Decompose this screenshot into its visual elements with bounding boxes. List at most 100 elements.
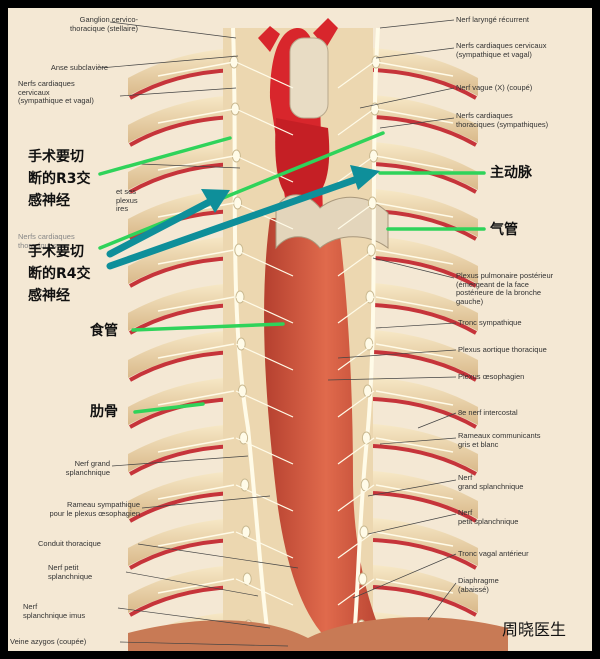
intercostal-vessel-right	[372, 397, 477, 429]
branch-right	[337, 296, 375, 324]
ramus-right	[375, 249, 454, 265]
r4-arrowhead	[350, 165, 380, 190]
annotation-r4-line3: 感神经	[28, 288, 70, 304]
leader-line	[379, 117, 455, 129]
intercostal-vessel-right	[372, 115, 477, 147]
label-plexus-aortique: Plexus aortique thoracique	[458, 345, 547, 354]
leader-line	[379, 437, 457, 445]
anatomy-drawing	[8, 8, 592, 651]
leader-line	[109, 21, 237, 39]
label-card-thoraciques-right: Nerfs cardiaques thoraciques (sympathiqu…	[456, 111, 549, 129]
annotation-r3-line2: 断的R3交	[28, 171, 91, 187]
ramus-right	[375, 108, 454, 124]
trachea	[275, 37, 389, 250]
leader-line	[337, 349, 457, 359]
ramus-left	[157, 249, 235, 265]
intercostal-vessel-right	[372, 256, 477, 288]
leader-line	[119, 87, 237, 97]
label-plexus-oesophagien: Plexus œsophagien	[458, 372, 525, 381]
annotation-lines	[98, 131, 486, 414]
leader-line	[125, 571, 259, 597]
annotation-r4: 手术要切 断的R4交 感神经	[28, 241, 91, 307]
ramus-left	[157, 155, 235, 171]
label-petit-splanchnique-left: Nerf petit splanchnique	[48, 563, 93, 581]
aorta-root	[275, 118, 330, 203]
intercostal-vessel-left	[129, 162, 234, 194]
intercostal-vessel-right	[372, 491, 477, 523]
ramus-right	[375, 531, 454, 547]
label-laryng-recurrent: Nerf laryngé récurrent	[456, 15, 529, 24]
label-rameaux-communicants: Rameaux communicants gris et blanc	[458, 431, 541, 449]
label-veine-azygos: Veine azygos (coupée)	[10, 637, 87, 646]
rib-right	[373, 95, 478, 143]
esophagus-green-line	[131, 322, 285, 332]
rib-right	[373, 236, 478, 284]
rib-right	[373, 189, 478, 237]
label-ganglion: Ganglion cervico- thoracique (stellaire)	[70, 15, 138, 33]
annotation-r3: 手术要切 断的R3交 感神经	[28, 146, 91, 212]
branch-left	[235, 390, 294, 418]
leader-line	[111, 455, 249, 467]
ganglion-left	[234, 243, 244, 257]
label-plexus-pulmonaire: Plexus pulmonaire postérieur (émergeant …	[456, 271, 554, 306]
ramus-left	[157, 578, 235, 594]
subclavian-artery	[313, 18, 338, 48]
branch-left	[235, 108, 294, 136]
branch-left	[235, 155, 294, 183]
annotation-r3-line3: 感神经	[28, 193, 70, 209]
ramus-right	[375, 202, 454, 218]
intercostal-vessel-right	[372, 585, 477, 617]
leader-line	[367, 513, 457, 535]
branch-right	[337, 249, 375, 277]
label-nerfs-cardiaques-cervicaux: Nerfs cardiaques cervicaux (sympathique …	[18, 79, 94, 105]
rib-right	[373, 142, 478, 190]
ramus-right	[375, 390, 454, 406]
ramus-right	[375, 155, 454, 171]
ramus-left	[157, 531, 235, 547]
branch-right	[337, 578, 375, 606]
ramus-left	[157, 61, 235, 77]
ramus-left	[157, 484, 235, 500]
branch-left	[235, 249, 294, 277]
ramus-left	[157, 343, 235, 359]
intercostal-vessel-right	[372, 303, 477, 335]
rib-right	[373, 565, 478, 613]
label-petit-splanchnique-right: Nerf petit splanchnique	[458, 508, 519, 526]
label-conduit-thoracique: Conduit thoracique	[38, 539, 101, 548]
label-diaphragme: Diaphragme (abaissé)	[458, 576, 499, 594]
label-8e-intercostal: 8e nerf intercostal	[458, 408, 518, 417]
annotation-r4-line2: 断的R4交	[28, 266, 91, 282]
branch-right	[337, 108, 375, 136]
leader-line	[327, 376, 457, 381]
leader-line	[375, 47, 455, 59]
ramus-left	[157, 390, 235, 406]
leader-line	[119, 641, 289, 647]
rib-green-line	[133, 402, 205, 414]
label-grand-splanchnique-right: Nerf grand splanchnique	[458, 473, 524, 491]
leader-line	[139, 163, 241, 169]
intercostal-vessel-left	[129, 585, 234, 617]
label-grand-splanchnique-left: Nerf grand splanchnique	[65, 459, 110, 477]
branch-left	[235, 531, 294, 559]
ramus-right	[375, 343, 454, 359]
ramus-right	[375, 296, 454, 312]
label-nerf-vague: Nerf vague (X) (coupé)	[456, 83, 533, 92]
rib-right	[373, 424, 478, 472]
label-splanchnique-imus: Nerf splanchnique imus	[23, 602, 86, 620]
ganglion-right	[367, 196, 377, 210]
label-tronc-sympathique: Tronc sympathique	[458, 318, 522, 327]
leader-line	[359, 87, 455, 109]
label-et-ses: et ses plexus ires	[116, 187, 138, 213]
branch-left	[235, 437, 294, 465]
intercostal-vessel-left	[129, 491, 234, 523]
branch-right	[337, 202, 375, 230]
branch-left	[235, 61, 294, 89]
leader-line	[367, 479, 457, 497]
leader-line	[141, 495, 271, 509]
rib-right	[373, 283, 478, 331]
leader-line	[99, 55, 239, 69]
anatomy-illustration: Ganglion cervico- thoracique (stellaire)…	[8, 8, 592, 651]
esophagus	[264, 218, 388, 648]
leader-lines	[99, 19, 457, 647]
